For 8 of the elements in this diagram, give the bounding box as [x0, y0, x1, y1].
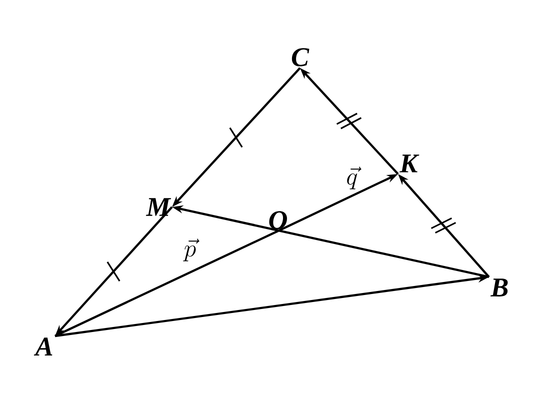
vector-label: $\vec{q}$ [347, 166, 362, 190]
point-label: A [34, 338, 52, 356]
point-label: K [400, 154, 420, 172]
point-label: B [490, 278, 508, 296]
point-label: O [269, 211, 287, 230]
point-label: M [146, 198, 172, 216]
point-label: C [292, 48, 310, 66]
vector-label: $\vec{p}$ [183, 238, 200, 262]
